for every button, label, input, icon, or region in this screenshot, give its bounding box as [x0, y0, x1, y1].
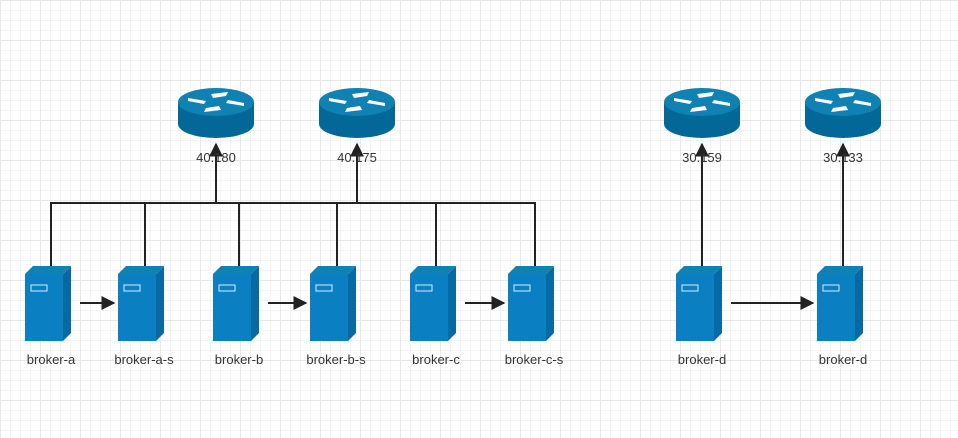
router-icon: [664, 88, 740, 138]
router-icon: [178, 88, 254, 138]
router-label: 30.159: [682, 150, 722, 165]
server-icon: [817, 266, 863, 341]
server-icon: [118, 266, 164, 341]
server-icon: [213, 266, 259, 341]
server-icon: [508, 266, 554, 341]
broker-label: broker-c: [412, 352, 460, 367]
broker-c-s[interactable]: broker-c-s: [505, 266, 564, 367]
router-icon: [805, 88, 881, 138]
broker-label: broker-d: [819, 352, 867, 367]
broker-c[interactable]: broker-c: [410, 266, 460, 367]
broker-b-s[interactable]: broker-b-s: [306, 266, 366, 367]
router-40-180[interactable]: 40.180: [178, 88, 254, 165]
router-label: 40.180: [196, 150, 236, 165]
server-icon: [410, 266, 456, 341]
server-icon: [676, 266, 722, 341]
broker-label: broker-b-s: [306, 352, 366, 367]
broker-d-master[interactable]: broker-d: [676, 266, 726, 367]
router-30-133[interactable]: 30.133: [805, 88, 881, 165]
router-icon: [319, 88, 395, 138]
left-cluster-connectors: [50, 142, 536, 266]
broker-b[interactable]: broker-b: [213, 266, 263, 367]
router-label: 30.133: [823, 150, 863, 165]
broker-label: broker-a: [27, 352, 76, 367]
server-icon: [310, 266, 356, 341]
right-cluster-connectors: [695, 142, 850, 266]
broker-label: broker-c-s: [505, 352, 564, 367]
broker-a-s[interactable]: broker-a-s: [114, 266, 174, 367]
broker-label: broker-a-s: [114, 352, 174, 367]
broker-a[interactable]: broker-a: [25, 266, 76, 367]
broker-d-replica[interactable]: broker-d: [817, 266, 867, 367]
server-icon: [25, 266, 71, 341]
broker-label: broker-d: [678, 352, 726, 367]
broker-label: broker-b: [215, 352, 263, 367]
router-40-175[interactable]: 40.175: [319, 88, 395, 165]
router-30-159[interactable]: 30.159: [664, 88, 740, 165]
router-label: 40.175: [337, 150, 377, 165]
